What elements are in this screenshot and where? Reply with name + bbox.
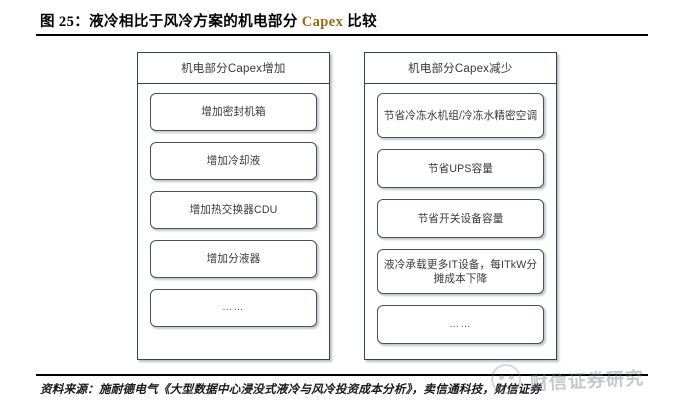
node-label: 增加冷却液: [206, 155, 261, 167]
figure-title: 图 25：液冷相比于风冷方案的机电部分 Capex 比较: [40, 10, 377, 31]
figure-title-suffix: 比较: [343, 14, 378, 30]
column-capex-increase: 机电部分Capex增加 增加密封机箱 增加冷却液 增加热交换器CDU 增加分液器…: [136, 51, 330, 360]
figure-title-accent: Capex: [301, 14, 344, 30]
figure-title-prefix: 图 25：液冷相比于风冷方案的机电部分: [40, 14, 302, 30]
column-header-capex-increase: 机电部分Capex增加: [136, 51, 330, 84]
node-decrease-2: 节省UPS容量: [377, 149, 544, 188]
node-increase-3: 增加热交换器CDU: [150, 191, 317, 229]
source-note: 资料来源：施耐德电气《大型数据中心浸没式液冷与风冷投资成本分析》，卖信通科技，财…: [40, 383, 542, 396]
column-body-capex-decrease: 节省冷冻水机组/冷冻水精密空调 节省UPS容量 节省开关设备容量 液冷承载更多I…: [365, 85, 556, 359]
node-increase-more: ……: [150, 289, 317, 327]
node-label-ellipsis: ……: [449, 318, 472, 330]
node-decrease-4: 液冷承载更多IT设备，每ITkW分摊成本下降: [377, 249, 544, 294]
title-divider-top: [36, 34, 648, 37]
node-label: 节省开关设备容量: [417, 212, 504, 225]
node-decrease-more: ……: [377, 305, 544, 344]
node-label-ellipsis: ……: [222, 302, 245, 313]
node-label: 液冷承载更多IT设备，每ITkW分摊成本下降: [383, 258, 538, 285]
node-decrease-3: 节省开关设备容量: [377, 199, 544, 238]
node-label: 节省冷冻水机组/冷冻水精密空调: [383, 109, 538, 122]
node-increase-2: 增加冷却液: [150, 142, 317, 180]
node-label: 增加热交换器CDU: [189, 204, 278, 216]
node-increase-4: 增加分液器: [150, 240, 317, 278]
column-header-capex-decrease: 机电部分Capex减少: [363, 51, 557, 84]
column-capex-decrease: 机电部分Capex减少 节省冷冻水机组/冷冻水精密空调 节省UPS容量 节省开关…: [363, 51, 557, 360]
node-increase-1: 增加密封机箱: [150, 93, 317, 131]
node-label: 增加分液器: [206, 253, 261, 265]
source-divider-bottom: [36, 374, 648, 377]
node-decrease-1: 节省冷冻水机组/冷冻水精密空调: [377, 93, 544, 138]
node-label: 节省UPS容量: [427, 162, 494, 175]
node-label: 增加密封机箱: [201, 106, 266, 118]
column-body-capex-increase: 增加密封机箱 增加冷却液 增加热交换器CDU 增加分液器 ……: [138, 85, 329, 359]
